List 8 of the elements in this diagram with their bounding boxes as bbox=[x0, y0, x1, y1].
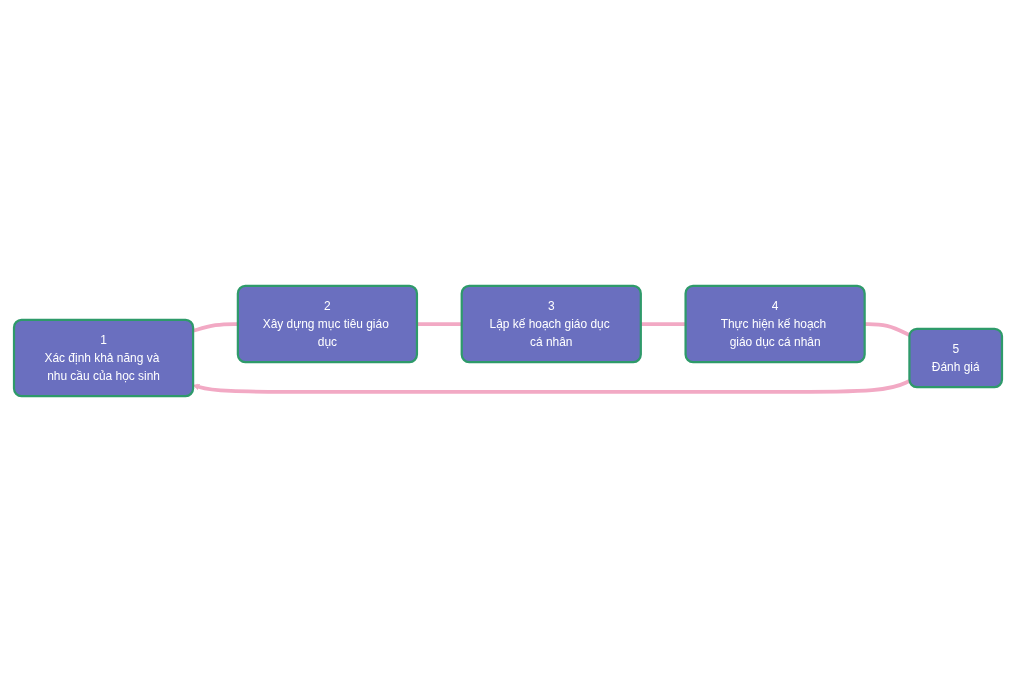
node-box: 2 Xây dựng mục tiêu giáo dục bbox=[236, 284, 418, 363]
node-box: 4 Thực hiện kế hoạch giáo dục cá nhân bbox=[683, 284, 866, 363]
connector bbox=[416, 321, 462, 326]
node-box: 1 Xác định khả năng và nhu cầu của học sinh bbox=[12, 318, 194, 397]
connector bbox=[640, 321, 686, 326]
node-box: 5 Đánh giá bbox=[907, 327, 1003, 388]
connector bbox=[192, 321, 238, 333]
node-box: 3 Lập kế hoạch giáo dục cá nhân bbox=[460, 284, 642, 363]
